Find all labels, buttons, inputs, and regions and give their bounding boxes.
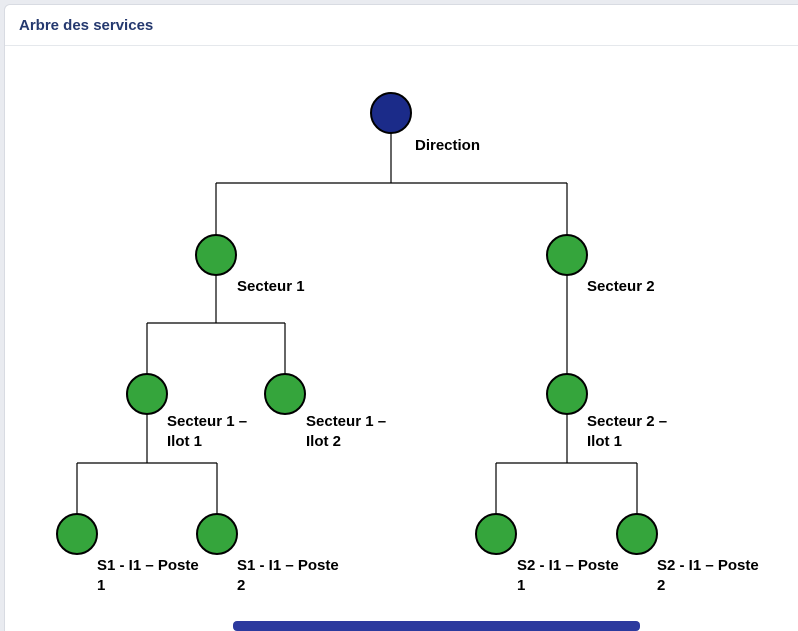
node-label-secteur-2-ilot-1: Secteur 2 – Ilot 1 [587, 413, 668, 450]
node-label-secteur-1: Secteur 1 [237, 278, 305, 295]
node-circle-secteur-2[interactable] [546, 234, 588, 276]
horizontal-scrollbar-thumb[interactable] [233, 621, 640, 631]
node-circle-secteur-2-ilot-1[interactable] [546, 373, 588, 415]
node-circle-secteur-1-ilot-2[interactable] [264, 373, 306, 415]
node-label-s2-i1-poste-2: S2 - I1 – Poste 2 [657, 557, 759, 594]
node-circle-s1-i1-poste-1[interactable] [56, 513, 98, 555]
node-circle-s2-i1-poste-1[interactable] [475, 513, 517, 555]
node-circle-secteur-1-ilot-1[interactable] [126, 373, 168, 415]
node-circle-secteur-1[interactable] [195, 234, 237, 276]
node-circle-direction[interactable] [370, 92, 412, 134]
node-label-secteur-1-ilot-2: Secteur 1 – Ilot 2 [306, 413, 387, 450]
node-label-s2-i1-poste-1: S2 - I1 – Poste 1 [517, 557, 619, 594]
card-title: Arbre des services [19, 16, 154, 34]
node-circle-s2-i1-poste-2[interactable] [616, 513, 658, 555]
node-label-secteur-1-ilot-1: Secteur 1 – Ilot 1 [167, 413, 248, 450]
node-circle-s1-i1-poste-2[interactable] [196, 513, 238, 555]
node-label-s1-i1-poste-1: S1 - I1 – Poste 1 [97, 557, 199, 594]
node-label-direction: Direction [415, 137, 481, 154]
card-header: Arbre des services [5, 5, 798, 46]
node-label-s1-i1-poste-2: S1 - I1 – Poste 2 [237, 557, 339, 594]
node-label-secteur-2: Secteur 2 [587, 278, 655, 295]
